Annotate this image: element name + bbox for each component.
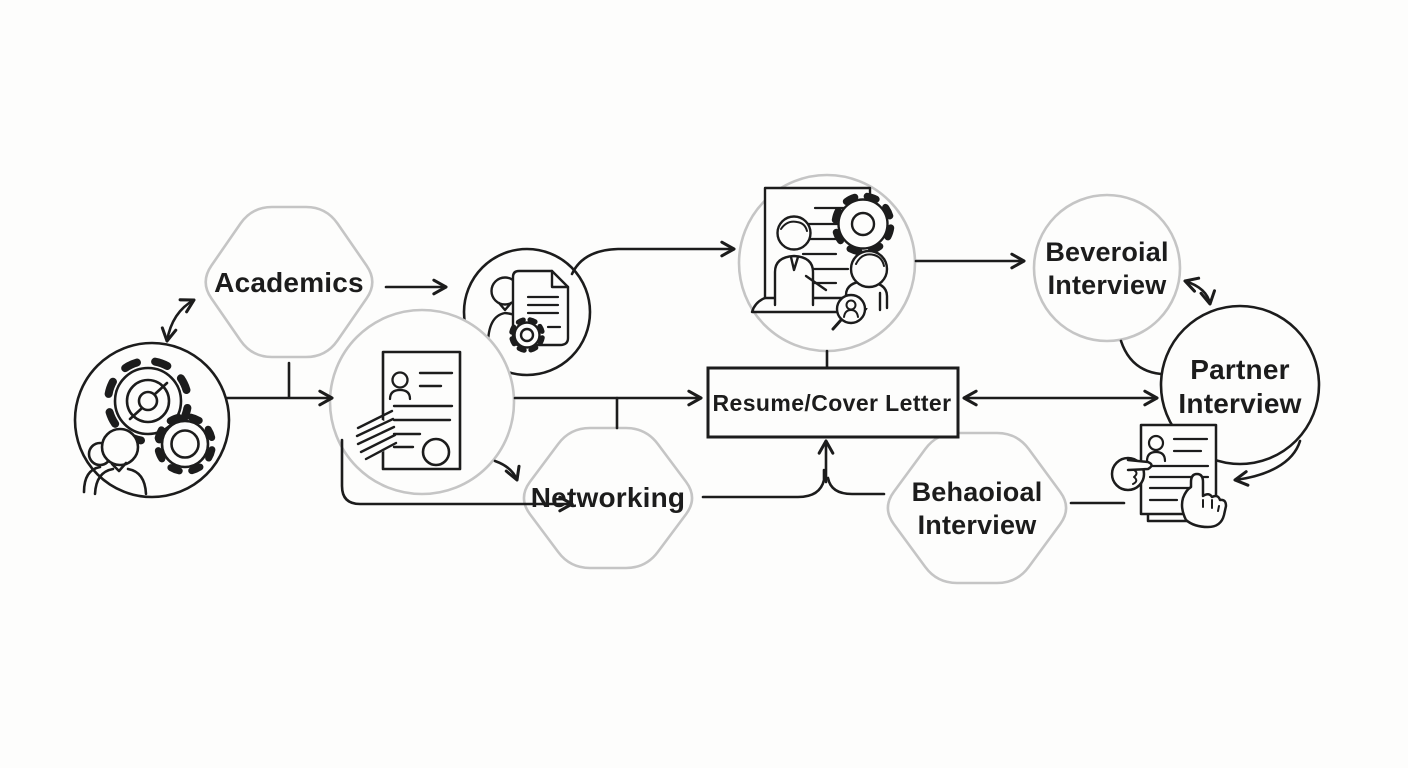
edge-resume-networking-long: [340, 438, 574, 513]
interview-panel-icon: [750, 186, 895, 331]
resume-document-icon: [355, 350, 462, 471]
academics-node: [204, 205, 374, 359]
networking-node: [522, 426, 694, 570]
networking-label: Networking: [530, 481, 686, 513]
edge-resume-networking-short: [493, 459, 521, 482]
person-document-gear-icon: [486, 269, 570, 353]
diagram-edges: [160, 240, 1302, 513]
edge-behavioral-partner-arrow: [1183, 276, 1216, 306]
edge-networking-merge: [701, 468, 826, 499]
edge-profile-review: [570, 240, 736, 276]
edge-behavioralhex-merge: [826, 476, 886, 496]
academics-label: Academics: [214, 266, 364, 298]
document-pointing-hand-icon: [1110, 423, 1228, 529]
edge-gears-academics: [160, 298, 196, 343]
behavioral-interview-circle-label: Beveroial Interview: [1045, 237, 1169, 300]
resume-cover-letter-label: Resume/Cover Letter: [712, 389, 952, 416]
partner-interview-label: Partner Interview: [1178, 353, 1302, 419]
gears-team-icon: [82, 357, 216, 496]
behavioral-interview-circle-node: [1032, 193, 1182, 343]
behavioral-interview-hex-label: Behaoioal Interview: [911, 477, 1043, 540]
edge-behavioral-partner-connector: [1119, 339, 1163, 376]
resume-cover-letter-node: [706, 366, 960, 439]
edge-partner-review: [1233, 439, 1302, 487]
